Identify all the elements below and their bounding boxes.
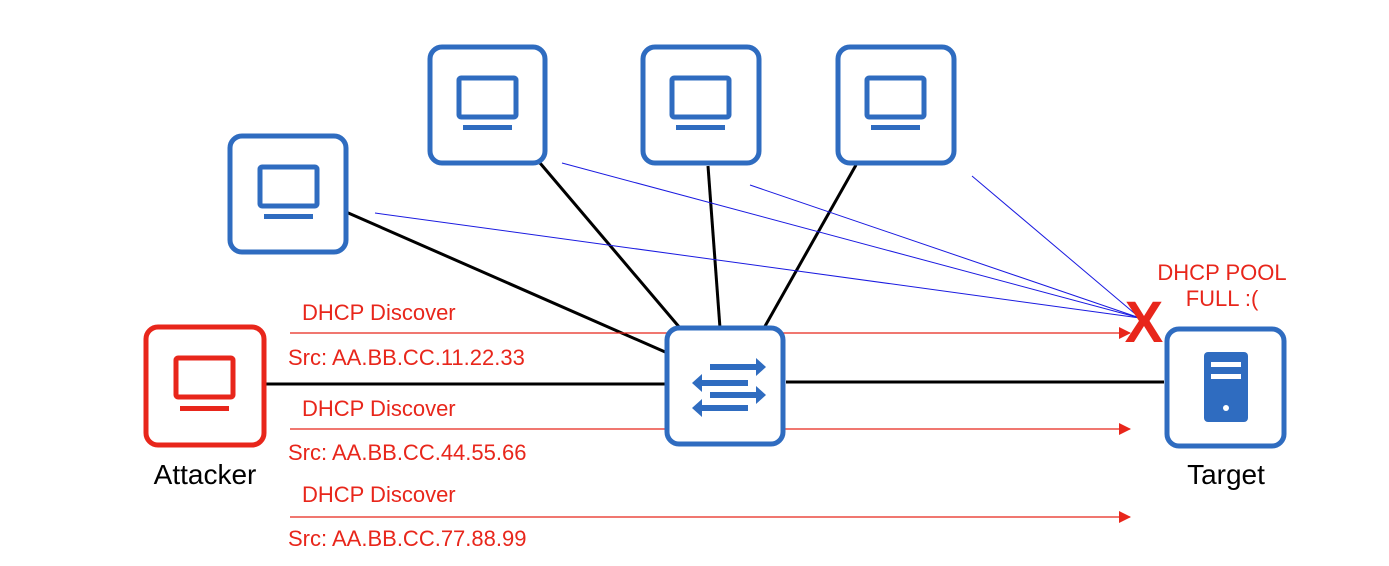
network-switch (664, 325, 786, 447)
request-line-client-2 (561, 162, 1141, 319)
server-icon (1204, 352, 1248, 422)
target-server (1164, 326, 1287, 449)
x-mark-icon: X (1125, 290, 1164, 355)
pool-status-line-1: DHCP POOL (1157, 260, 1286, 285)
request-line-client-3 (749, 184, 1141, 319)
monitor-icon (864, 75, 927, 130)
monitor-icon (669, 75, 732, 130)
pool-status-line-2: FULL :( (1186, 286, 1259, 311)
message-src-2: Src: AA.BB.CC.44.55.66 (288, 440, 526, 465)
attacker-label: Attacker (154, 459, 257, 490)
monitor-icon (257, 164, 320, 219)
network-cables (266, 162, 1164, 386)
message-type-2: DHCP Discover (302, 396, 456, 421)
request-line-client-1 (374, 212, 1141, 319)
attack-message-labels: DHCP Discover Src: AA.BB.CC.11.22.33 DHC… (288, 300, 526, 551)
monitor-icon (173, 355, 236, 411)
client-device-1 (227, 133, 349, 255)
message-type-3: DHCP Discover (302, 482, 456, 507)
switch-arrows-icon (692, 358, 766, 417)
message-src-1: Src: AA.BB.CC.11.22.33 (288, 345, 525, 370)
client-request-lines (374, 162, 1141, 319)
client-device-3 (640, 44, 762, 166)
cable-client-4 (762, 164, 858, 329)
cable-client-3 (706, 165, 722, 329)
cable-client-1 (345, 210, 673, 357)
monitor-icon (456, 75, 519, 130)
client-device-2 (427, 44, 548, 166)
attacker-device (143, 324, 267, 448)
message-src-3: Src: AA.BB.CC.77.88.99 (288, 526, 526, 551)
message-type-1: DHCP Discover (302, 300, 456, 325)
client-device-4 (835, 44, 957, 166)
target-label: Target (1187, 459, 1265, 490)
request-line-client-4 (971, 175, 1141, 319)
